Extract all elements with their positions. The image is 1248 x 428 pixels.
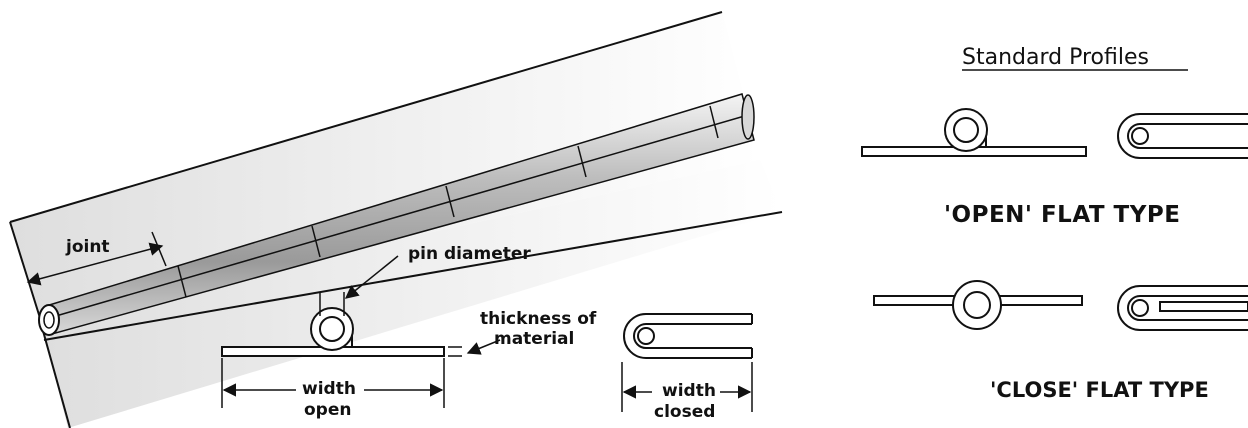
closed-section-detail: width closed xyxy=(621,313,753,422)
close-flat-type-label: 'CLOSE' FLAT TYPE xyxy=(990,378,1209,402)
width-open-label-line2: open xyxy=(304,400,351,420)
open-flat-profile-closed xyxy=(1117,113,1248,159)
width-closed-label-line1: width xyxy=(662,381,716,401)
lower-leaf xyxy=(40,160,782,428)
width-open-label-line1: width xyxy=(302,379,356,399)
close-flat-profile-closed xyxy=(1117,285,1248,331)
pin-end xyxy=(43,311,55,329)
close-flat-profile-open xyxy=(873,280,1083,330)
open-flat-profile-open xyxy=(861,108,1087,157)
thickness-label-line1: thickness of xyxy=(480,309,597,329)
pin-diameter-label: pin diameter xyxy=(408,244,531,264)
open-section-detail: pin diameter thickness of material width… xyxy=(221,244,597,420)
profiles-heading: Standard Profiles xyxy=(962,45,1149,70)
standard-profiles-panel: Standard Profiles 'OPEN' FLAT TYPE xyxy=(861,45,1248,402)
width-closed-label-line2: closed xyxy=(654,402,715,422)
joint-label: joint xyxy=(65,237,110,257)
upper-leaf xyxy=(10,12,760,318)
open-flat-type-label: 'OPEN' FLAT TYPE xyxy=(944,202,1180,228)
thickness-label-line2: material xyxy=(494,329,574,349)
hinge-illustration: joint xyxy=(9,11,783,428)
